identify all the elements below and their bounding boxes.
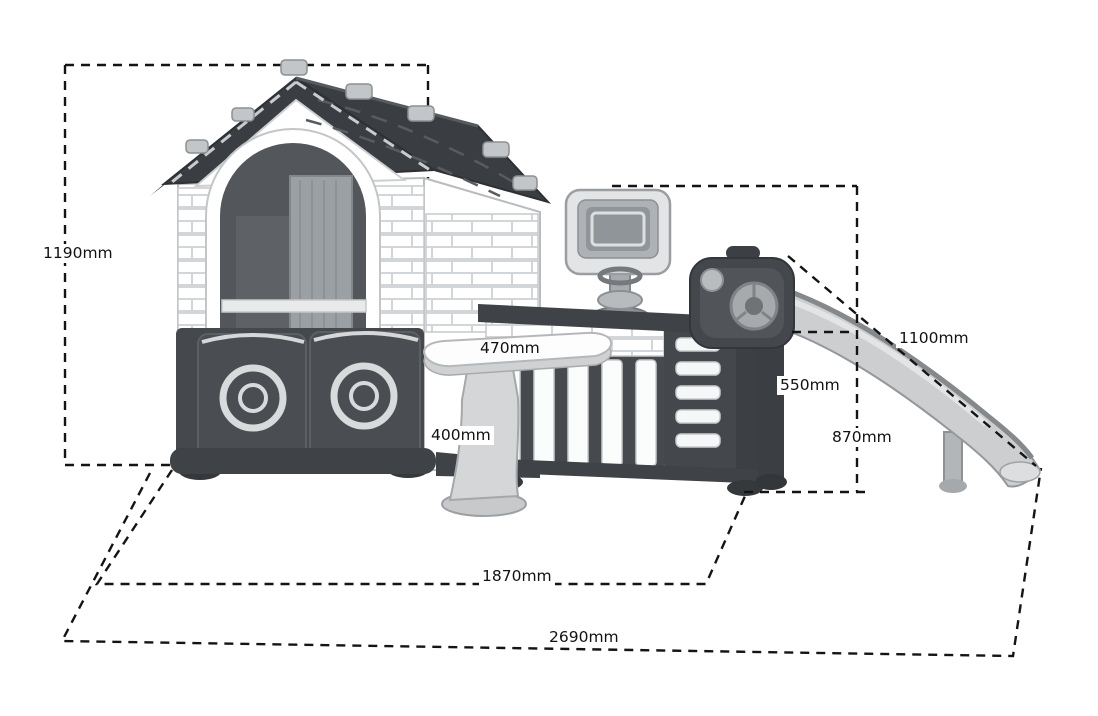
dimension-label-overall-length: 2690mm xyxy=(546,628,622,648)
left-gate xyxy=(197,333,307,461)
basketball-hoop xyxy=(564,188,672,330)
gate-medallions xyxy=(219,362,398,432)
roof-vent-caps xyxy=(185,59,538,191)
dimension-label-table-height: 400mm xyxy=(428,426,494,446)
slide-end-lip xyxy=(999,461,1041,483)
ladder-rungs xyxy=(675,337,721,448)
dimension-label-slide-length: 1100mm xyxy=(896,329,972,349)
slide-support-leg xyxy=(943,431,963,485)
table-top xyxy=(422,331,613,368)
dimension-label-overall-height: 1190mm xyxy=(40,244,116,264)
door-crossbar xyxy=(221,299,367,313)
dimension-lines-front xyxy=(612,184,1037,494)
door-interior-shadow xyxy=(236,216,290,334)
dimension-label-slide-platform-height: 870mm xyxy=(829,428,895,448)
console-knob xyxy=(700,268,724,292)
fence-bottom-rail xyxy=(478,458,770,484)
dimension-lines-back xyxy=(60,63,1043,658)
dimension-label-table-width: 470mm xyxy=(480,339,540,357)
front-door-arch xyxy=(205,128,381,337)
activity-console xyxy=(689,246,795,349)
right-gate xyxy=(309,331,421,459)
gates xyxy=(176,328,424,462)
slide-leg-dark xyxy=(758,340,784,480)
dimension-label-house-length: 1870mm xyxy=(479,567,555,587)
dimension-label-fence-height: 550mm xyxy=(777,376,843,396)
